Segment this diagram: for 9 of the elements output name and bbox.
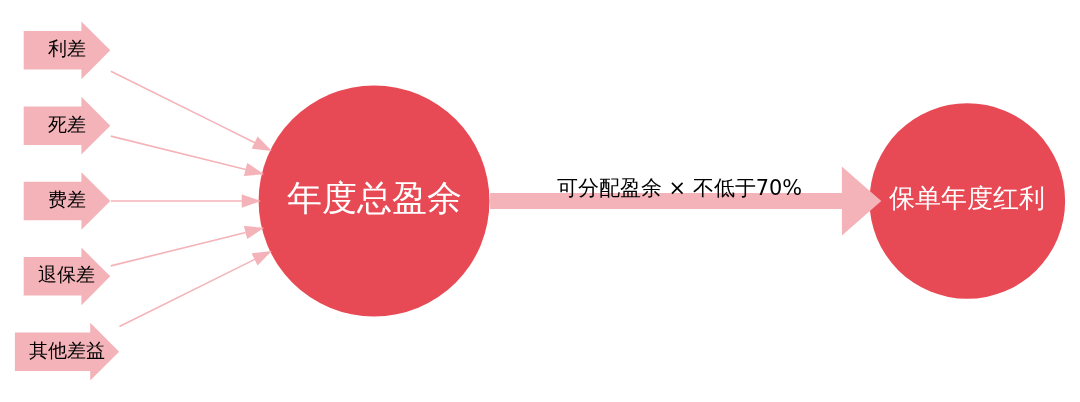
arrow — [490, 166, 882, 236]
arrow — [110, 70, 272, 152]
arrow — [118, 250, 272, 328]
arrow — [110, 194, 261, 208]
node-circle: 保单年度红利 — [869, 103, 1066, 299]
arrow — [110, 135, 265, 177]
edge-label: 可分配盈余 × 不低于70% — [557, 176, 802, 201]
node-circle: 年度总盈余 — [258, 85, 490, 317]
arrow — [110, 225, 265, 267]
